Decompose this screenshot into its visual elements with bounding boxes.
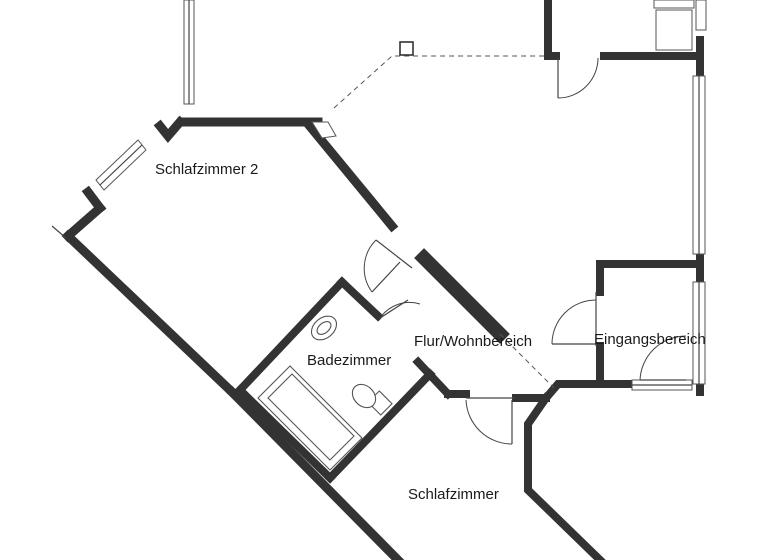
wall-bedroom2-right-upper	[301, 117, 399, 233]
room-label-badezimmer: Badezimmer	[307, 352, 392, 369]
open-boundary	[333, 41, 555, 389]
wall-bath-right	[324, 368, 436, 484]
wall-bath-corner	[412, 356, 454, 400]
wall-bath-top	[336, 276, 384, 322]
wall-bath-left	[234, 384, 336, 484]
wall-bath-top-left	[234, 276, 348, 396]
closet-top-right	[655, 9, 693, 51]
wall-outer-diagonal-lower	[225, 385, 405, 560]
walls	[61, 0, 704, 560]
window-top-right	[653, 0, 695, 9]
wall-left-short	[61, 201, 107, 243]
toilet-bowl	[351, 383, 377, 409]
dashed-boundary-hall	[499, 333, 555, 389]
window-top-right-side	[695, 0, 707, 31]
dashed-boundary-top	[333, 55, 548, 109]
wall-topright-left	[544, 0, 560, 60]
wall-outer-diagonal	[61, 229, 239, 399]
wall-notch	[153, 115, 187, 144]
room-label-eingangsbereich: Eingangsbereich	[594, 331, 706, 348]
column-bedroom2	[311, 121, 337, 139]
bathroom-fixtures	[257, 315, 393, 471]
doors	[363, 57, 687, 445]
wall-entry-bottom	[540, 380, 604, 404]
chimney	[399, 41, 414, 56]
room-label-schlafzimmer-2: Schlafzimmer 2	[155, 161, 259, 178]
room-label-schlafzimmer: Schlafzimmer	[408, 486, 499, 503]
room-label-flur-wohnbereich: Flur/Wohnbereich	[414, 333, 533, 350]
wall-bedroom-right	[524, 392, 606, 560]
door-bedroom2	[371, 261, 401, 293]
windows	[51, 0, 707, 391]
wall-bedroom2-right-lower	[414, 248, 510, 344]
